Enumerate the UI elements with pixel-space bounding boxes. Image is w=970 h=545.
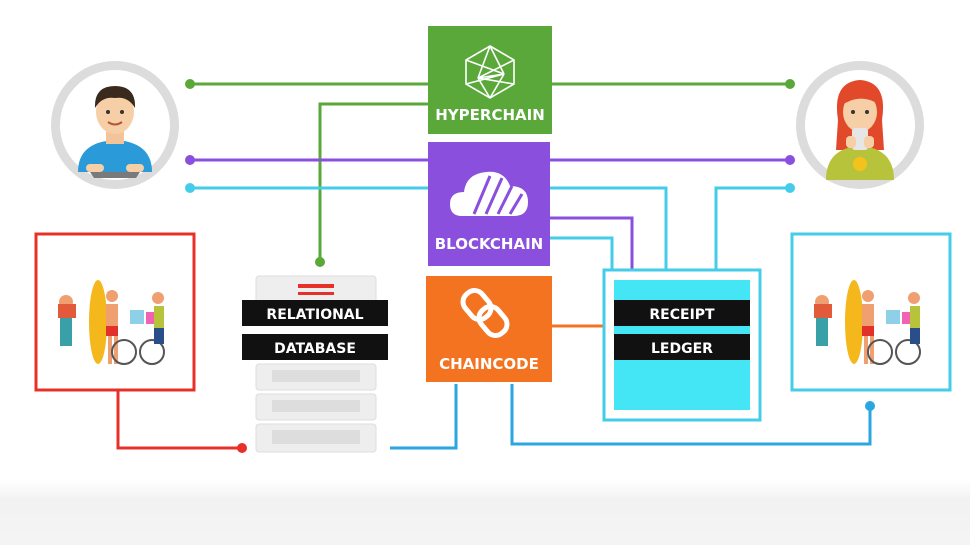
- receipt-ledger: RECEIPT LEDGER: [602, 268, 762, 422]
- red-dot: [237, 443, 247, 453]
- hyperchain-label: HYPERCHAIN: [435, 106, 545, 124]
- ledger-band-1: [614, 300, 750, 326]
- cyan-line-right: [714, 186, 790, 270]
- ledger-label-line1: RECEIPT: [649, 307, 715, 323]
- customer-panel-left: [34, 232, 196, 392]
- purple-dot-left: [185, 155, 195, 165]
- purple-dot-right: [785, 155, 795, 165]
- database-label-line2: DATABASE: [274, 341, 356, 357]
- blue-line-database: [390, 384, 458, 450]
- server-rack-icon: [255, 275, 377, 453]
- database-label-line1: RELATIONAL: [266, 307, 363, 323]
- green-dot-database: [315, 257, 325, 267]
- ledger-label-line2: LEDGER: [651, 341, 713, 357]
- blue-line-customer: [510, 384, 872, 446]
- blockchain-box: BLOCKCHAIN: [428, 142, 550, 266]
- relational-database: RELATIONAL DATABASE: [242, 275, 388, 453]
- female-user-icon: [826, 80, 894, 180]
- database-band-2: [242, 334, 388, 360]
- chaincode-background: [426, 276, 552, 382]
- blue-dot: [865, 401, 875, 411]
- ledger-band-2: [614, 334, 750, 360]
- cyan-dot-right: [785, 183, 795, 193]
- connections: [116, 79, 875, 453]
- blockchain-label: BLOCKCHAIN: [435, 235, 543, 253]
- purple-line-ledger: [550, 216, 634, 270]
- shopping-people-icon: [58, 280, 165, 365]
- customer-panel-right: [790, 232, 952, 392]
- red-line: [116, 390, 242, 450]
- cyan-line-ledger-b: [550, 236, 614, 270]
- green-dot-left: [185, 79, 195, 89]
- chain-link-icon: [460, 288, 510, 338]
- hyperchain-box: HYPERCHAIN: [428, 26, 552, 134]
- user-female: [796, 61, 924, 189]
- cyan-line-ledger-a: [550, 186, 668, 270]
- cyan-dot-left: [185, 183, 195, 193]
- database-band-1: [242, 300, 388, 326]
- user-male: [51, 61, 179, 189]
- green-line-database: [318, 102, 428, 262]
- chaincode-box: CHAINCODE: [426, 276, 552, 382]
- male-user-icon: [78, 86, 152, 178]
- shopping-people-icon: [814, 280, 921, 365]
- cloud-icon: [450, 171, 528, 216]
- chaincode-label: CHAINCODE: [439, 355, 539, 373]
- green-dot-right: [785, 79, 795, 89]
- network-polyhedron-icon: [465, 45, 515, 99]
